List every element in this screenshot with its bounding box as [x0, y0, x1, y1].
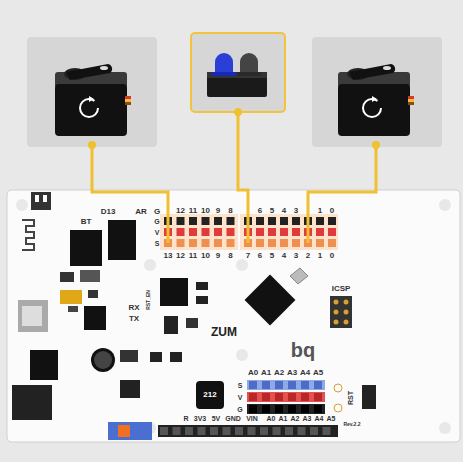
row-label: V — [155, 229, 160, 236]
pin-number: 8 — [228, 252, 232, 260]
pin-label: A5 — [313, 369, 323, 377]
pin-label: A4 — [300, 369, 310, 377]
pin-number: 1 — [318, 252, 322, 260]
pin-number: 11 — [189, 207, 197, 215]
pin-label: A1 — [279, 415, 288, 422]
pin-label: A2 — [291, 415, 300, 422]
pin-number: 4 — [282, 207, 286, 215]
row-label: G — [237, 406, 242, 413]
power-pin-label: VIN — [246, 415, 258, 422]
pin-label: A4 — [315, 415, 324, 422]
pin-number: 9 — [216, 252, 220, 260]
brand-logo: bq — [291, 340, 315, 360]
pin-number: 6 — [258, 252, 262, 260]
row-label: G — [154, 218, 159, 225]
header-label: ICSP — [332, 285, 351, 293]
pin-number: 7 — [246, 252, 250, 260]
inductor-label: 212 — [203, 391, 216, 399]
pin-number: 1 — [318, 207, 322, 215]
pin-label: A5 — [327, 415, 336, 422]
pin-number: 3 — [294, 207, 298, 215]
revision-label: Rev.2.2 — [343, 422, 360, 427]
pin-number: 10 — [201, 252, 210, 260]
power-pin-label: 3V3 — [194, 415, 206, 422]
pin-number: 5 — [270, 252, 274, 260]
pin-number: 0 — [330, 252, 334, 260]
pin-number: 5 — [270, 207, 274, 215]
pin-number: 8 — [228, 207, 232, 215]
pin-label: AR — [135, 208, 147, 216]
board-label: BT — [81, 218, 92, 226]
pin-label: A0 — [248, 369, 258, 377]
pin-label: A1 — [261, 369, 271, 377]
pin-label: G — [154, 208, 160, 216]
board-logo: ZUM — [211, 326, 237, 338]
row-label: V — [238, 394, 243, 401]
pin-label: A3 — [287, 369, 297, 377]
pin-number: 3 — [294, 252, 298, 260]
pin-number: 9 — [216, 207, 220, 215]
pin-label: A0 — [267, 415, 276, 422]
pin-number: 12 — [176, 207, 185, 215]
pin-number: 12 — [176, 252, 185, 260]
button-label: RST — [347, 391, 354, 405]
pin-number: 4 — [282, 252, 286, 260]
power-pin-label: GND — [225, 415, 241, 422]
pin-number: 13 — [164, 252, 173, 260]
pin-number: 6 — [258, 207, 262, 215]
pin-label: A2 — [274, 369, 284, 377]
board-label: TX — [129, 315, 139, 323]
board-label: RX — [128, 304, 139, 312]
row-label: S — [238, 382, 243, 389]
board-label: D13 — [101, 208, 116, 216]
board-label: RST_EN — [146, 290, 151, 310]
row-label: S — [155, 240, 160, 247]
power-pin-label: 5V — [212, 415, 221, 422]
pin-number: 2 — [306, 252, 310, 260]
pin-number: 11 — [189, 252, 197, 260]
pin-number: 10 — [201, 207, 210, 215]
pin-number: 0 — [330, 207, 334, 215]
power-pin-label: R — [183, 415, 188, 422]
pin-label: A3 — [303, 415, 312, 422]
